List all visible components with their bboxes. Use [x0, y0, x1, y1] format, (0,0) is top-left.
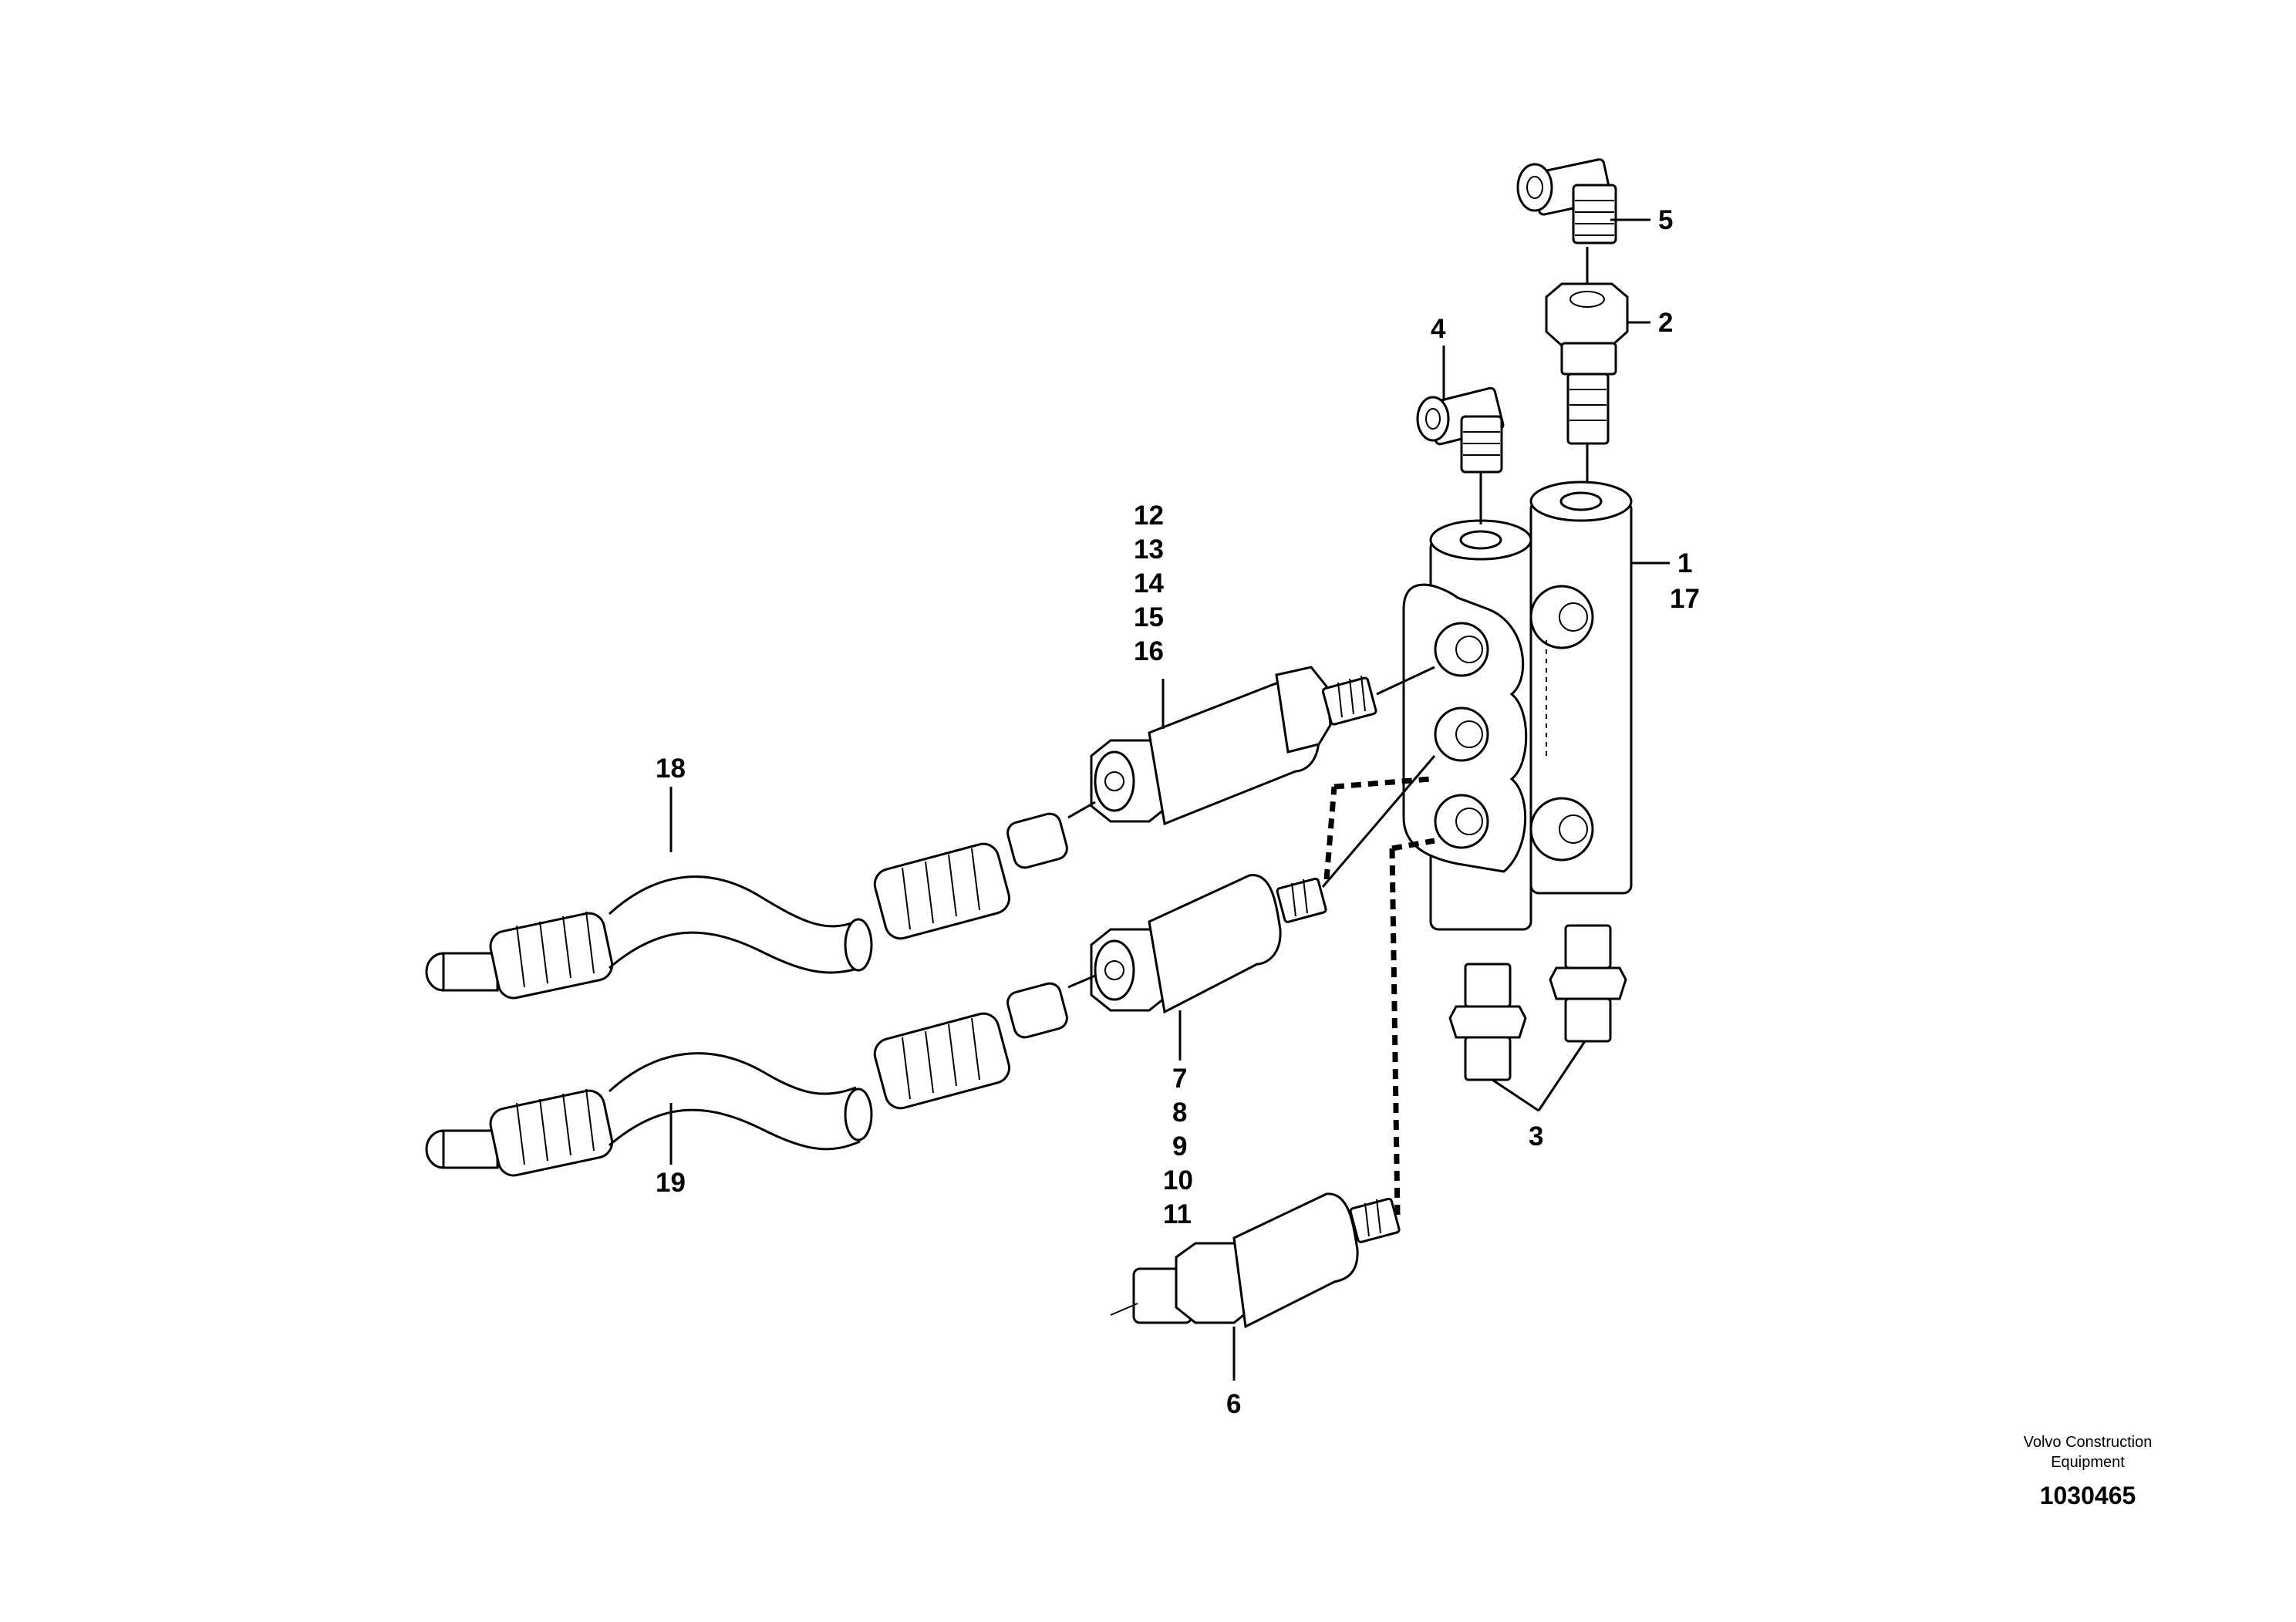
label-part-7: 7: [1172, 1064, 1187, 1094]
label-part-15: 15: [1134, 602, 1164, 632]
hose-19: [425, 974, 1096, 1177]
label-part-2: 2: [1658, 308, 1673, 338]
company-name-line2: Equipment: [2051, 1454, 2125, 1471]
leader-lines: [669, 218, 1670, 1381]
figure-footer: Volvo Construction Equipment 1030465: [2024, 1434, 2153, 1509]
pressure-switch-6: [1110, 1192, 1401, 1329]
figure-number: 1030465: [2040, 1482, 2136, 1509]
pressure-sensor-12-16: [1090, 666, 1435, 826]
label-part-6: 6: [1226, 1389, 1241, 1419]
label-part-14: 14: [1134, 568, 1164, 599]
label-part-17: 17: [1670, 584, 1700, 614]
part-labels: 5 2 4 1 17 12 13 14 15 16 18 19 7 8 9 10…: [656, 205, 1700, 1419]
label-part-16: 16: [1134, 636, 1164, 666]
label-part-5: 5: [1658, 205, 1673, 235]
label-part-4: 4: [1431, 314, 1446, 344]
label-part-12: 12: [1134, 501, 1164, 531]
label-part-18: 18: [656, 754, 686, 784]
connection-lines: [1323, 776, 1435, 1216]
nipple-fittings-3: [1448, 924, 1627, 1081]
pressure-sensor-7-11: [1090, 755, 1436, 1014]
label-part-19: 19: [656, 1168, 686, 1198]
label-part-9: 9: [1172, 1131, 1187, 1162]
label-part-1: 1: [1677, 548, 1692, 578]
label-part-11: 11: [1163, 1199, 1192, 1229]
elbow-fitting-4: [1416, 386, 1505, 524]
valve-block: [1402, 481, 1633, 931]
label-part-3: 3: [1529, 1121, 1543, 1152]
union-fitting-2: [1545, 247, 1629, 482]
company-name-line1: Volvo Construction: [2024, 1434, 2153, 1451]
label-part-10: 10: [1163, 1165, 1193, 1195]
hose-18: [425, 801, 1096, 1000]
label-part-8: 8: [1172, 1098, 1187, 1128]
elbow-fitting-5: [1516, 158, 1617, 244]
label-part-13: 13: [1134, 534, 1164, 565]
